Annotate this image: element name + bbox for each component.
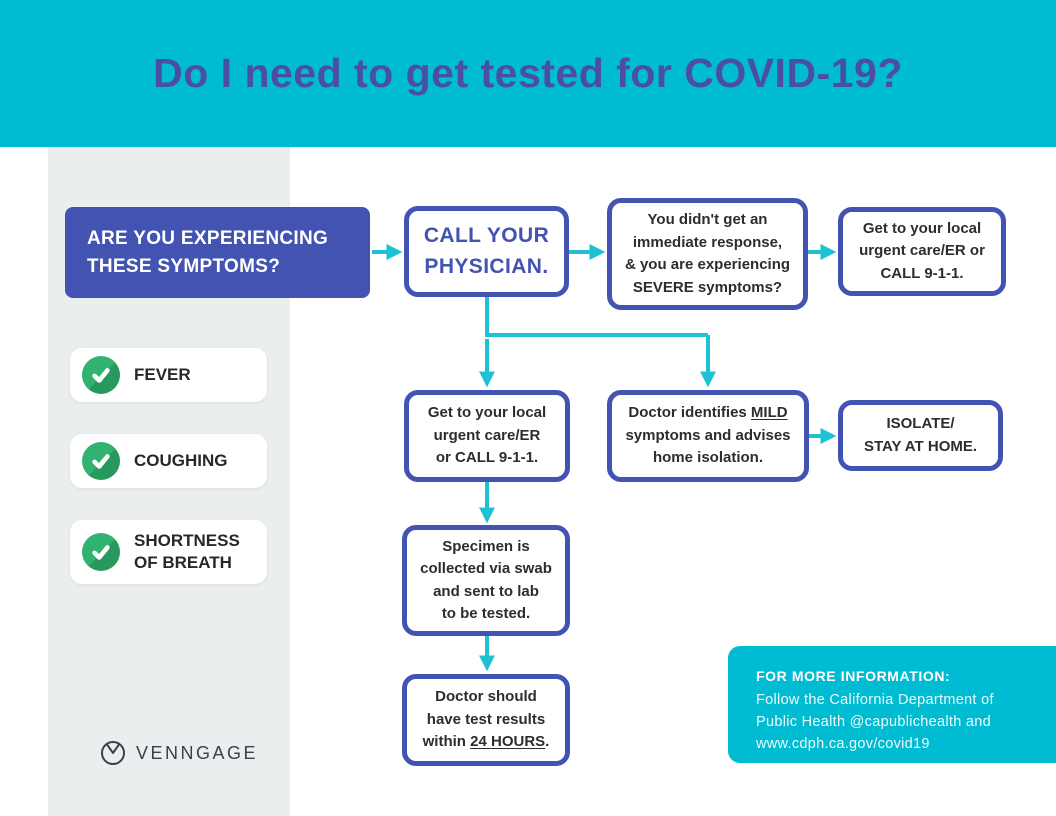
flow-text-line: CALL YOUR: [423, 224, 550, 248]
flow-text-line: collected via swab: [420, 560, 552, 577]
header-banner: Do I need to get tested for COVID-19?: [0, 0, 1056, 147]
flow-text-line: Specimen is: [442, 537, 530, 555]
flow-text-segment: .: [545, 733, 550, 751]
checkmark-icon: [82, 442, 120, 480]
flow-text-line: CALL 9-1-1.: [880, 264, 964, 282]
flow-text-line: PHYSICIAN.: [424, 254, 549, 278]
flow-text-line: and sent to lab: [433, 582, 539, 600]
flow-box-call-physician: CALL YOUR PHYSICIAN.: [404, 206, 569, 297]
symptom-pill-fever: FEVER: [70, 348, 267, 402]
flow-text-line: immediate response,: [632, 233, 783, 251]
flow-text-line: symptoms and advises: [625, 426, 791, 444]
symptom-pill-shortness-of-breath: SHORTNESS OF BREATH: [70, 520, 267, 584]
flow-text-line: SEVERE symptoms?: [632, 278, 783, 296]
symptom-pill-coughing: COUGHING: [70, 434, 267, 488]
flow-text-segment: within: [422, 733, 471, 751]
flow-text-line: Get to your local: [862, 219, 982, 237]
flow-text-line: STAY AT HOME.: [863, 437, 978, 455]
symptom-label: SHORTNESS OF BREATH: [134, 530, 240, 572]
flow-box-isolate: ISOLATE/ STAY AT HOME.: [838, 400, 1003, 471]
venngage-logo-text: VENNGAGE: [136, 742, 259, 763]
flow-text-underlined: 24 HOURS: [470, 733, 546, 751]
flow-text-line: within 24 HOURS.: [407, 731, 565, 754]
venngage-logo: VENNGAGE: [100, 740, 258, 766]
flow-text-underlined: MILD: [750, 404, 788, 422]
question-line-1: ARE YOU EXPERIENCING: [87, 227, 329, 249]
question-box: ARE YOU EXPERIENCING THESE SYMPTOMS?: [65, 207, 370, 298]
question-line-2: THESE SYMPTOMS?: [87, 255, 281, 277]
flow-text-line: urgent care/ER: [433, 426, 541, 444]
info-line: www.cdph.ca.gov/covid19: [756, 735, 930, 752]
info-line: Public Health @capublichealth and: [756, 713, 992, 730]
flow-text-line: Get to your local: [427, 404, 547, 422]
symptom-label: COUGHING: [134, 450, 228, 470]
flow-text-line: ISOLATE/: [886, 415, 955, 432]
info-heading: FOR MORE INFORMATION:: [756, 668, 951, 684]
flow-box-severe-symptoms: You didn't get an immediate response, & …: [607, 198, 808, 310]
flow-text-line: or CALL 9-1-1.: [435, 449, 539, 467]
flow-box-test-results: Doctor should have test results within 2…: [402, 674, 570, 766]
flow-box-urgent-care-top: Get to your local urgent care/ER or CALL…: [838, 207, 1006, 296]
flow-text-line: Doctor should: [435, 688, 537, 706]
flow-text-line: Doctor identifies MILD: [612, 402, 804, 425]
symptom-label: FEVER: [134, 364, 191, 384]
checkmark-icon: [82, 533, 120, 571]
flow-text-line: & you are experiencing: [624, 256, 791, 273]
flow-text-segment: Doctor identifies: [628, 404, 751, 422]
info-box: FOR MORE INFORMATION: Follow the Califor…: [728, 646, 1056, 763]
flow-text-line: have test results: [426, 710, 546, 728]
flow-text-line: urgent care/ER or: [859, 242, 985, 260]
flow-box-urgent-care-mid: Get to your local urgent care/ER or CALL…: [404, 390, 570, 482]
flow-text-line: You didn't get an: [647, 211, 768, 228]
info-line: Follow the California Department of: [756, 692, 994, 708]
flow-box-mild-symptoms: Doctor identifies MILD symptoms and advi…: [607, 390, 809, 482]
flow-text-line: to be tested.: [441, 605, 531, 622]
flow-box-specimen: Specimen is collected via swab and sent …: [402, 525, 570, 636]
flow-text-line: home isolation.: [652, 449, 763, 467]
checkmark-icon: [82, 356, 120, 394]
venngage-logo-icon: [100, 740, 126, 766]
page-title: Do I need to get tested for COVID-19?: [153, 50, 903, 96]
